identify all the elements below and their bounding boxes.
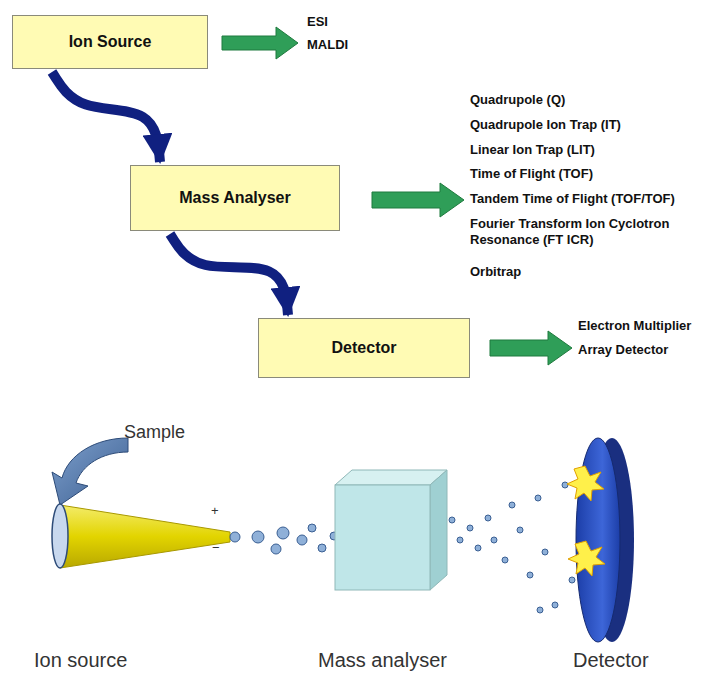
ion-source-cone xyxy=(60,505,230,568)
flow-arrow xyxy=(170,234,288,315)
box-label: Detector xyxy=(332,339,397,357)
analyser-side xyxy=(430,470,447,590)
part-label: Detector xyxy=(573,648,649,672)
list-item: ESI xyxy=(307,14,328,30)
list-item: Quadrupole Ion Trap (IT) xyxy=(470,117,621,133)
analyser-top xyxy=(335,470,447,485)
ion-stream xyxy=(252,521,348,556)
process-box: Detector xyxy=(258,318,470,378)
box-label: Ion Source xyxy=(69,33,152,51)
list-item: Time of Flight (TOF) xyxy=(470,166,593,182)
list-item: Fourier Transform Ion Cyclotron Resonanc… xyxy=(470,216,670,247)
part-label: Sample xyxy=(124,422,185,444)
box-label: Mass Analyser xyxy=(179,189,290,207)
cone-base xyxy=(52,504,68,568)
list-item: Orbitrap xyxy=(470,264,521,280)
green-arrow xyxy=(490,331,572,365)
impact-flash xyxy=(568,541,605,576)
process-box: Ion Source xyxy=(12,15,208,69)
list-item: Linear Ion Trap (LIT) xyxy=(470,142,595,158)
green-arrow xyxy=(372,183,464,217)
charge-sign: + xyxy=(211,503,219,519)
list-item: Electron Multiplier xyxy=(578,318,691,334)
list-item: Array Detector xyxy=(578,342,668,358)
mass-analyser-block xyxy=(335,485,430,590)
charge-sign: − xyxy=(212,540,220,556)
list-item: Quadrupole (Q) xyxy=(470,92,565,108)
sample-arrow xyxy=(52,438,128,505)
part-label: Mass analyser xyxy=(318,648,447,672)
impact-flash xyxy=(567,466,604,501)
list-item: MALDI xyxy=(307,37,348,53)
flow-arrow xyxy=(52,72,160,162)
part-label: Ion source xyxy=(34,648,127,672)
green-arrow xyxy=(222,27,298,59)
process-box: Mass Analyser xyxy=(130,165,340,231)
ion-stream xyxy=(449,482,575,613)
list-item: Tandem Time of Flight (TOF/TOF) xyxy=(470,191,675,207)
ion-drop xyxy=(230,532,240,542)
